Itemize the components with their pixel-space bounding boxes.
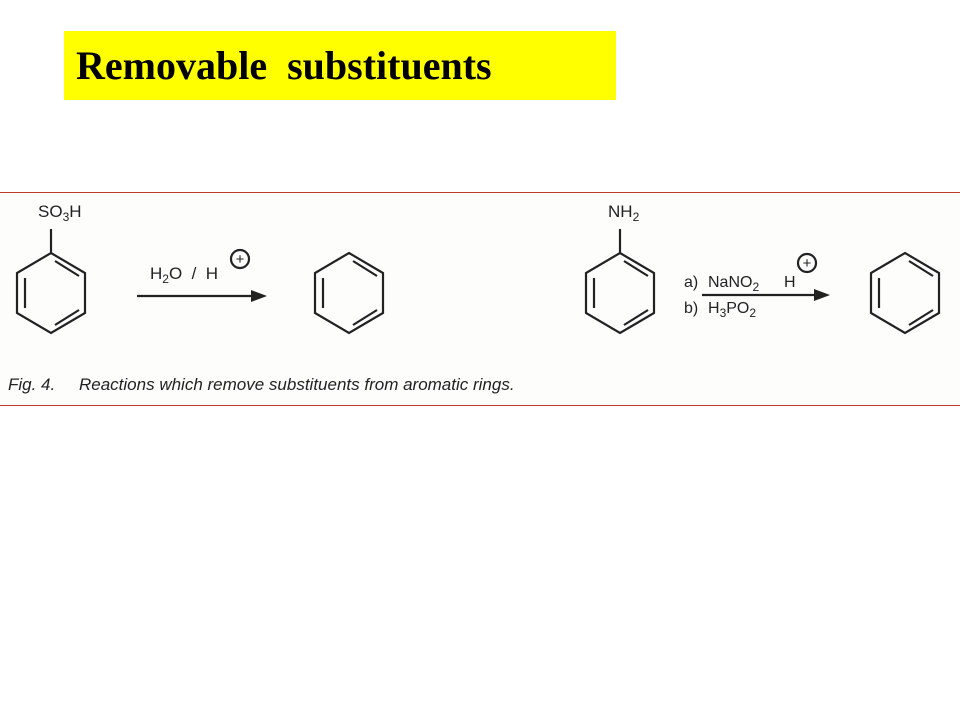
reagent-step-a-acid: H [784,274,796,291]
reaction-arrow-1 [137,290,267,302]
substituent-so3h: SO3H [38,202,82,224]
reaction-arrow-2 [702,289,830,301]
positive-charge-icon [229,248,251,270]
reagent-step-b: H3PO2 [708,300,756,320]
charge-symbol-1: + [236,251,245,268]
benzene-ring-product-1 [313,251,385,335]
benzene-ring-sulfonic-acid [15,229,87,335]
reaction-scheme: SO3H H2O / H + NH2 a) NaNO2 H + b) H3PO2… [8,202,941,394]
benzene-ring-product-2 [869,251,941,335]
figure-caption-label: Fig. 4. [8,375,55,394]
substituent-nh2: NH2 [608,202,640,224]
reaction-figure: SO3H H2O / H + NH2 a) NaNO2 H + b) H3PO2… [0,192,960,406]
slide-title: Removable substituents [64,31,616,100]
figure-caption-text: Reactions which remove substituents from… [79,375,515,394]
reagent-step-a: NaNO2 [708,274,759,294]
positive-charge-icon [796,252,818,274]
reagent-h2o-acid: H2O / H [150,264,218,286]
benzene-ring-aniline [584,229,656,335]
reagent-step-b-label: b) [684,300,698,317]
reagent-step-a-label: a) [684,274,698,291]
charge-symbol-2: + [803,255,812,272]
